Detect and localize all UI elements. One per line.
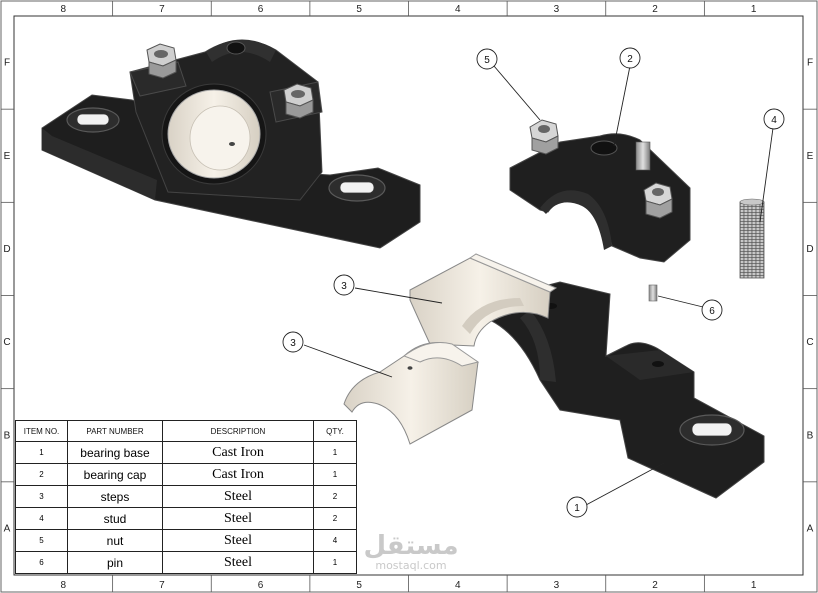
cell-part: bearing base: [67, 441, 163, 464]
cell-desc: Steel: [162, 507, 314, 530]
bom-header-row: ITEM NO. PART NUMBER DESCRIPTION QTY.: [15, 420, 357, 442]
cell-item: 3: [15, 485, 68, 508]
svg-text:3: 3: [290, 338, 296, 349]
balloon-4: 4: [763, 108, 785, 130]
cell-item: 4: [15, 507, 68, 530]
watermark-url: mostaql.com: [375, 559, 447, 572]
bearing-cap: [509, 119, 691, 263]
balloon-6: 6: [701, 299, 723, 321]
cell-desc: Steel: [162, 529, 314, 552]
cell-qty: 2: [313, 485, 357, 508]
balloon-2: 2: [619, 47, 641, 69]
balloon-1: 1: [566, 496, 588, 518]
cell-part: nut: [67, 529, 163, 552]
cell-part: stud: [67, 507, 163, 530]
zone-column-label: 4: [455, 580, 461, 591]
zone-column-label: 5: [356, 580, 362, 591]
zone-column-label: 8: [61, 580, 67, 591]
cap-nut-left: [529, 119, 559, 155]
nut-left: [146, 43, 177, 79]
table-row: 3 steps Steel 2: [15, 485, 357, 508]
svg-text:4: 4: [771, 115, 777, 126]
zone-row-label: B: [4, 430, 11, 441]
cell-item: 6: [15, 551, 68, 574]
cell-desc: Steel: [162, 551, 314, 574]
zone-column-label: 2: [652, 4, 658, 15]
cap-nut-right: [643, 182, 673, 219]
step-lower: [343, 342, 480, 445]
cell-item: 1: [15, 441, 68, 464]
zone-row-label: C: [806, 337, 813, 348]
cell-qty: 2: [313, 507, 357, 530]
table-row: 6 pin Steel 1: [15, 551, 357, 574]
zone-row-label: D: [806, 244, 813, 255]
watermark-logo-text: مستقل: [363, 531, 459, 561]
zone-row-label: A: [807, 523, 814, 534]
zone-column-label: 4: [455, 4, 461, 15]
zone-column-label: 3: [554, 4, 560, 15]
cell-qty: 1: [313, 441, 357, 464]
header-item-no: ITEM NO.: [15, 420, 68, 442]
zone-column-label: 1: [751, 580, 757, 591]
cell-item: 2: [15, 463, 68, 486]
pin: [648, 284, 658, 302]
step-upper: [409, 253, 558, 347]
cell-qty: 4: [313, 529, 357, 552]
watermark: مستقل mostaql.com: [356, 532, 466, 572]
zone-row-label: C: [3, 337, 10, 348]
cell-qty: 1: [313, 463, 357, 486]
zone-column-label: 7: [159, 4, 165, 15]
bearing-base: [489, 281, 765, 499]
zone-row-label: A: [4, 523, 11, 534]
zone-column-label: 6: [258, 4, 264, 15]
zone-row-label: D: [3, 244, 10, 255]
zone-row-label: E: [4, 151, 11, 162]
cell-desc: Cast Iron: [162, 441, 314, 464]
cell-part: steps: [67, 485, 163, 508]
zone-column-label: 6: [258, 580, 264, 591]
balloon-3-lower: 3: [282, 331, 304, 353]
svg-text:5: 5: [484, 55, 490, 66]
table-row: 1 bearing base Cast Iron 1: [15, 441, 357, 464]
header-part-number: PART NUMBER: [67, 420, 163, 442]
cell-item: 5: [15, 529, 68, 552]
header-qty: QTY.: [313, 420, 357, 442]
nut-right: [283, 83, 314, 119]
cell-part: pin: [67, 551, 163, 574]
zone-row-label: F: [4, 58, 10, 69]
zone-column-label: 8: [61, 4, 67, 15]
stud: [739, 201, 765, 279]
zone-row-label: E: [807, 151, 814, 162]
cell-qty: 1: [313, 551, 357, 574]
cell-part: bearing cap: [67, 463, 163, 486]
zone-column-label: 1: [751, 4, 757, 15]
zone-column-label: 3: [554, 580, 560, 591]
bill-of-materials-table: ITEM NO. PART NUMBER DESCRIPTION QTY. 1 …: [15, 420, 357, 574]
table-row: 2 bearing cap Cast Iron 1: [15, 463, 357, 486]
cell-desc: Cast Iron: [162, 463, 314, 486]
zone-column-label: 7: [159, 580, 165, 591]
zone-row-label: F: [807, 58, 813, 69]
svg-text:3: 3: [341, 281, 347, 292]
header-description: DESCRIPTION: [162, 420, 314, 442]
balloon-3-upper: 3: [333, 274, 355, 296]
table-row: 4 stud Steel 2: [15, 507, 357, 530]
zone-row-label: B: [807, 430, 814, 441]
balloon-5: 5: [476, 48, 498, 70]
svg-text:2: 2: [627, 54, 633, 65]
svg-text:1: 1: [574, 503, 580, 514]
assembled-plummer-block: [41, 39, 421, 249]
cell-desc: Steel: [162, 485, 314, 508]
svg-text:6: 6: [709, 306, 715, 317]
zone-column-label: 5: [356, 4, 362, 15]
zone-column-label: 2: [652, 580, 658, 591]
leader-lines: [303, 65, 774, 506]
table-row: 5 nut Steel 4: [15, 529, 357, 552]
